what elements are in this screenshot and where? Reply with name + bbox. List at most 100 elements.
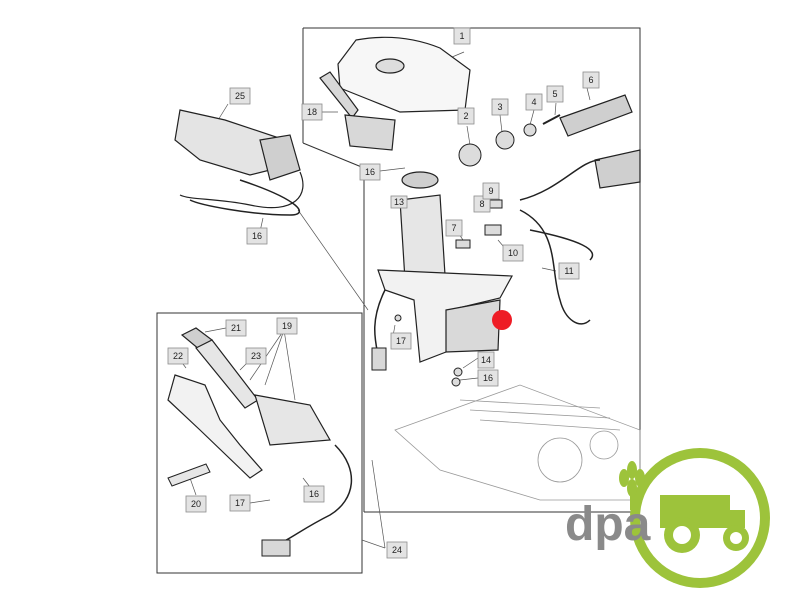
callout-c13: 13 bbox=[390, 195, 408, 209]
callout-box bbox=[276, 317, 298, 335]
callout-c23: 23 bbox=[245, 347, 267, 365]
callout-box bbox=[225, 319, 247, 337]
callout-box bbox=[477, 351, 495, 369]
callout-label: 16 bbox=[252, 231, 262, 241]
dpa-logo: dpa bbox=[565, 448, 770, 588]
callout-box bbox=[390, 195, 408, 209]
steering-column bbox=[377, 171, 513, 363]
callout-c16b: 16 bbox=[477, 369, 499, 387]
callout-box bbox=[386, 541, 408, 559]
callout-box bbox=[457, 107, 475, 125]
callout-box bbox=[445, 219, 463, 237]
callout-box bbox=[167, 347, 189, 365]
callout-box bbox=[482, 182, 500, 200]
callout-c16a: 16 bbox=[359, 163, 381, 181]
highlight-dot bbox=[492, 310, 512, 330]
callout-box bbox=[185, 495, 207, 513]
callout-label: 18 bbox=[307, 107, 317, 117]
callout-c25: 25 bbox=[229, 87, 251, 105]
callout-label: 4 bbox=[531, 97, 536, 107]
callout-label: 11 bbox=[564, 266, 573, 276]
callout-c5: 5 bbox=[546, 85, 564, 103]
callout-label: 10 bbox=[508, 248, 518, 258]
callout-c2: 2 bbox=[457, 107, 475, 125]
callout-label: 17 bbox=[396, 336, 406, 346]
callout-label: 24 bbox=[392, 545, 402, 555]
callout-label: 7 bbox=[451, 223, 456, 233]
lever-switch-18 bbox=[319, 71, 396, 151]
callout-label: 16 bbox=[483, 373, 493, 383]
callout-c22: 22 bbox=[167, 347, 189, 365]
callout-label: 6 bbox=[588, 75, 593, 85]
callout-c21: 21 bbox=[225, 319, 247, 337]
callout-label: 17 bbox=[235, 498, 245, 508]
callout-box bbox=[229, 87, 251, 105]
callout-label: 25 bbox=[235, 91, 245, 101]
callout-c8: 8 bbox=[473, 195, 491, 213]
callout-box bbox=[525, 93, 543, 111]
cover-part bbox=[337, 36, 471, 113]
callout-label: 19 bbox=[282, 321, 292, 331]
callout-label: 2 bbox=[463, 111, 468, 121]
callout-c6: 6 bbox=[582, 71, 600, 89]
callout-c14: 14 bbox=[477, 351, 495, 369]
callout-box bbox=[502, 244, 524, 262]
callout-c11: 11 bbox=[558, 262, 580, 280]
callout-label: 5 bbox=[552, 89, 557, 99]
callout-c4: 4 bbox=[525, 93, 543, 111]
callout-c16c: 16 bbox=[246, 227, 268, 245]
callout-label: 16 bbox=[309, 489, 319, 499]
callout-c7: 7 bbox=[445, 219, 463, 237]
small-parts bbox=[394, 114, 561, 387]
callout-c17b: 17 bbox=[229, 494, 251, 512]
inset-frame bbox=[156, 312, 363, 574]
hand-lever-25 bbox=[174, 109, 304, 209]
callout-c3: 3 bbox=[491, 98, 509, 116]
callout-c20: 20 bbox=[185, 495, 207, 513]
callout-box bbox=[477, 369, 499, 387]
callout-box bbox=[582, 71, 600, 89]
tractor-icon bbox=[660, 495, 749, 553]
callout-c16d: 16 bbox=[303, 485, 325, 503]
callout-label: 16 bbox=[365, 167, 375, 177]
callout-box bbox=[390, 332, 412, 350]
callout-label: 22 bbox=[173, 351, 183, 361]
callout-box bbox=[473, 195, 491, 213]
callout-c9: 9 bbox=[482, 182, 500, 200]
callout-label: 13 bbox=[394, 197, 404, 207]
inset-wiring bbox=[274, 444, 352, 546]
callout-c24: 24 bbox=[386, 541, 408, 559]
callout-c1: 1 bbox=[453, 27, 471, 45]
inset-bracket-20 bbox=[167, 463, 211, 487]
inset-lever-assembly bbox=[167, 327, 331, 479]
callout-box bbox=[453, 27, 471, 45]
callout-box bbox=[546, 85, 564, 103]
main-frame bbox=[302, 27, 641, 513]
callout-c18: 18 bbox=[301, 103, 323, 121]
callout-box bbox=[229, 494, 251, 512]
inset-connector bbox=[261, 347, 387, 557]
callout-c17a: 17 bbox=[390, 332, 412, 350]
callout-box bbox=[301, 103, 323, 121]
wheat-icon bbox=[619, 461, 645, 510]
callout-label: 1 bbox=[459, 31, 464, 41]
callout-label: 23 bbox=[251, 351, 261, 361]
callout-label: 3 bbox=[497, 102, 502, 112]
callout-label: 8 bbox=[479, 199, 484, 209]
callout-box bbox=[491, 98, 509, 116]
callout-c10: 10 bbox=[502, 244, 524, 262]
callout-label: 9 bbox=[488, 186, 493, 196]
callout-box bbox=[245, 347, 267, 365]
callout-label: 21 bbox=[231, 323, 241, 333]
callout-box bbox=[359, 163, 381, 181]
callout-box bbox=[558, 262, 580, 280]
callout-label: 20 bbox=[191, 499, 201, 509]
callout-box bbox=[303, 485, 325, 503]
callout-label: 14 bbox=[481, 355, 491, 365]
callout-c19: 19 bbox=[276, 317, 298, 335]
callout-box bbox=[246, 227, 268, 245]
grip-6 bbox=[559, 94, 641, 189]
logo-text: dpa bbox=[565, 498, 651, 551]
